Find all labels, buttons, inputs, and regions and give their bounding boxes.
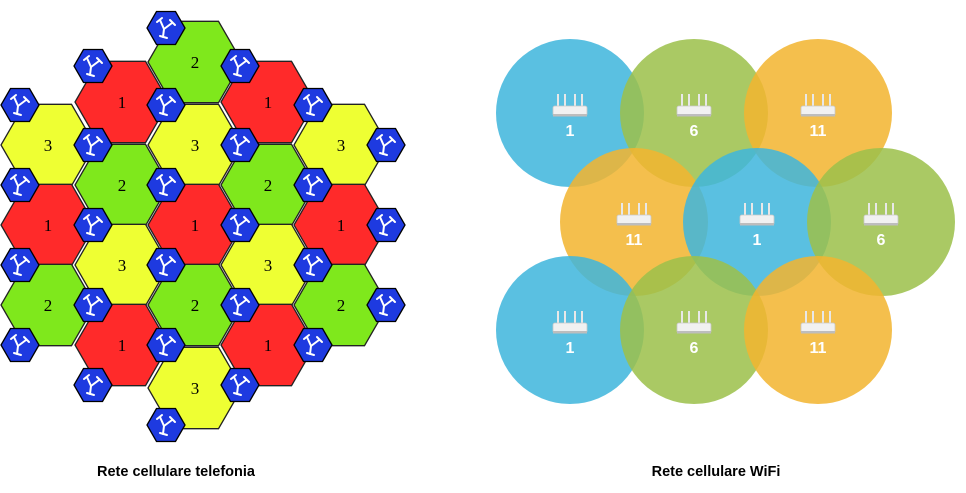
cell-tower-antenna-icon [0,247,40,283]
cell-tower-antenna-icon [146,247,186,283]
cell-tower-antenna-icon [0,327,40,363]
hex-cell: 2 [147,263,243,347]
cell-tower-antenna-icon [220,127,260,163]
hex-cell-channel-label: 1 [118,93,127,112]
cell-tower-antenna-icon [366,287,406,323]
cell-tower-antenna-icon [73,287,113,323]
hex-cell-channel-label: 1 [264,93,273,112]
cell-tower-antenna-icon [73,127,113,163]
wifi-router-icon [676,94,712,117]
hex-cell-channel-label: 1 [264,336,273,355]
telephony-cell-diagram: 2 1 1 3 3 3 2 2 1 1 1 3 3 2 2 2 1 1 3 [0,10,406,443]
telephony-caption: Rete cellulare telefonia [97,464,256,480]
cell-tower-antenna-icon [146,167,186,203]
hex-cell-channel-label: 2 [337,296,346,315]
wifi-channel-label: 11 [810,123,827,140]
wifi-router-icon [800,311,836,334]
cell-tower-antenna-icon [73,207,113,243]
hex-cell-channel-label: 3 [264,256,273,275]
wifi-channel-label: 11 [626,232,643,249]
cell-tower-antenna-icon [146,327,186,363]
wifi-channel-label: 6 [690,340,699,357]
cell-tower-antenna-icon [220,48,260,84]
cell-tower-antenna-icon [146,407,186,443]
wifi-router-icon [800,94,836,117]
hex-cell-channel-label: 2 [264,176,273,195]
hex-cell-channel-label: 3 [337,136,346,155]
cell-tower-antenna-icon [293,327,333,363]
wifi-caption: Rete cellulare WiFi [652,464,781,480]
wifi-router-icon [552,94,588,117]
cell-tower-antenna-icon [0,87,40,123]
hex-cell: 1 [220,303,316,387]
hex-cell-channel-label: 1 [44,216,53,235]
cell-tower-antenna-icon [366,207,406,243]
hex-cell-channel-label: 2 [44,296,53,315]
hex-cell-channel-label: 2 [118,176,127,195]
cell-tower-antenna-icon [220,207,260,243]
wifi-channel-label: 6 [690,123,699,140]
wifi-router-icon [552,311,588,334]
hex-cell-channel-label: 2 [191,296,200,315]
hex-cell: 2 [293,263,389,347]
cell-tower-antenna-icon [146,10,186,46]
wifi-router-icon [739,203,775,226]
cell-tower-antenna-icon [220,367,260,403]
cell-tower-antenna-icon [73,367,113,403]
hex-cell-channel-label: 3 [191,379,200,398]
cell-tower-antenna-icon [293,87,333,123]
hex-cell-channel-label: 3 [191,136,200,155]
wifi-router-icon [676,311,712,334]
hex-cell-channel-label: 3 [118,256,127,275]
wifi-channel-label: 1 [566,123,575,140]
hex-cell-channel-label: 1 [118,336,127,355]
wifi-router-icon [863,203,899,226]
hex-cell-channel-label: 3 [44,136,53,155]
wifi-channel-label: 6 [877,232,886,249]
hex-cell: 2 [0,263,96,347]
cell-tower-antenna-icon [293,247,333,283]
hex-cell-channel-label: 1 [337,216,346,235]
cell-tower-antenna-icon [366,127,406,163]
wifi-channel-label: 1 [566,340,575,357]
hex-cell: 1 [74,303,170,387]
cell-tower-antenna-icon [220,287,260,323]
wifi-router-icon [616,203,652,226]
cell-tower-antenna-icon [73,48,113,84]
cell-tower-antenna-icon [293,167,333,203]
hex-cell-channel-label: 2 [191,53,200,72]
cell-tower-antenna-icon [0,167,40,203]
wifi-channel-label: 1 [753,232,762,249]
cell-tower-antenna-icon [146,87,186,123]
hex-cell-channel-label: 1 [191,216,200,235]
wifi-channel-label: 11 [810,340,827,357]
